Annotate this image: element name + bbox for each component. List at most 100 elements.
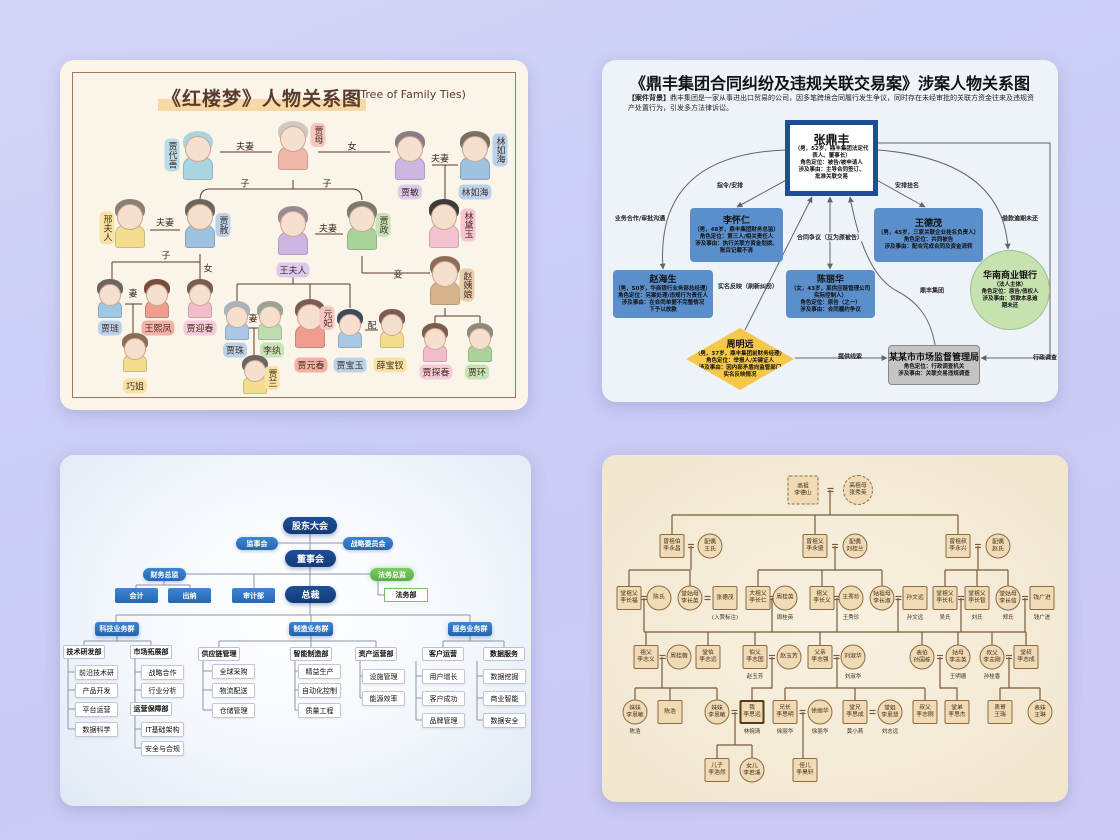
member-relation-title: 祖父	[816, 591, 828, 597]
node-detail-line: 角色定位：共同被告	[903, 237, 954, 243]
node-detail-line: 角色定位：原告（之一）	[800, 299, 861, 306]
female-member-node: 堂姐李思慧	[877, 699, 903, 725]
diagram-subtitle: (Tree of Family Ties)	[356, 88, 466, 101]
member-name: 李长淑	[873, 598, 891, 604]
character-alias-label: 元妃	[319, 306, 335, 330]
member-spouse-note: 林婉清	[743, 729, 761, 735]
member-name: 李思敏	[626, 712, 644, 718]
sub-department-node: 能源效率	[362, 691, 405, 706]
member-spouse-note: 吴氏	[939, 615, 951, 621]
member-relation-title: 儿子	[711, 763, 723, 769]
node-detail-line: （男，52岁，鼎丰集团法定代	[794, 146, 869, 152]
female-member-node: 赵玉芳	[776, 644, 802, 670]
primary-defendant-node: 张鼎丰（男，52岁，鼎丰集团法定代表人、董事长）角色定位：被告/被申请人涉及事由…	[785, 120, 878, 196]
character-face	[431, 204, 457, 230]
male-member-node: 儿子李浩然	[704, 758, 730, 782]
member-relation-title: 配偶	[704, 539, 716, 545]
sub-department-node: 平台运营	[75, 702, 118, 717]
character-face	[280, 211, 306, 237]
member-name: 李长义	[813, 598, 831, 604]
member-name: 孙国栋	[913, 657, 931, 663]
member-relation-title: 堂姑母	[999, 591, 1017, 597]
character-figure	[342, 201, 382, 256]
department-node: 资产运营部	[355, 647, 397, 661]
female-member-node: 高祖母张秀英	[843, 475, 873, 505]
character-face	[189, 284, 211, 306]
character-name-label: 贾环	[464, 364, 490, 380]
member-relation-title: 曾祖父	[806, 539, 824, 545]
character-face	[432, 261, 458, 287]
member-spouse-note: 黄小燕	[846, 729, 864, 735]
member-relation-title: 伯父	[749, 650, 761, 656]
member-relation-title: 表哥	[994, 705, 1006, 711]
node-name: 陈丽华	[816, 274, 844, 285]
character-figure	[376, 309, 408, 352]
background-text: 鼎丰集团是一家从事进出口贸易的公司，因多笔跨境合同履行发生争议，同时存在未经审批…	[628, 94, 1034, 112]
org-node: 法务总监	[370, 568, 414, 581]
character-name-label: 贾元春	[294, 357, 328, 373]
department-node: 市场拓展部	[130, 645, 172, 659]
sub-department-node: 战略合作	[141, 665, 184, 680]
male-member-node: 高祖李德山	[787, 475, 819, 505]
sub-department-node: 自动化控制	[298, 683, 341, 698]
male-member-node: 兄长李思明	[772, 700, 798, 724]
male-member-node: 孙文远	[902, 586, 928, 610]
node-detail-line: （男，37岁，鼎丰集团前财务经理）	[694, 350, 786, 357]
male-member-node: 堂祖父李长福	[616, 586, 642, 610]
character-figure	[424, 199, 464, 254]
member-relation-title: 曾祖叔	[949, 539, 967, 545]
diagram-title: 《红楼梦》人物关系图	[158, 84, 367, 111]
member-spouse-note: 王秀珍	[842, 615, 860, 621]
character-face	[349, 206, 375, 232]
node-detail-line: 角色定位：原告/债权人	[981, 288, 1039, 295]
member-name: 李志义	[637, 657, 655, 663]
member-relation-title: 堂祖父	[620, 591, 638, 597]
male-member-node: 堂祖父李长智	[964, 586, 990, 610]
member-relation-title: 大祖父	[749, 591, 767, 597]
male-member-node: 表哥王瑞	[987, 700, 1013, 724]
member-relation-title: 叔父	[986, 650, 998, 656]
lineage-lines	[628, 487, 1041, 758]
sub-department-node: 数据安全	[483, 713, 526, 728]
female-member-node: 姑母李志英	[945, 644, 971, 670]
character-name-label: 贾敏	[397, 184, 423, 200]
node-detail-line: 角色定位：被告/被申请人	[800, 160, 863, 166]
female-member-node: 叔父李志刚	[979, 644, 1005, 670]
member-name: 陈氏	[653, 594, 665, 601]
org-node: 法务部	[384, 588, 428, 602]
male-member-node: 张德茂	[712, 586, 738, 610]
member-relation-title: 兄长	[779, 705, 791, 711]
character-figure	[94, 279, 126, 322]
relation-arrow	[877, 149, 1011, 250]
character-figure	[419, 323, 451, 366]
member-name: 周桂薇	[670, 653, 688, 660]
member-relation-title: 堂姑母	[681, 591, 699, 597]
member-relation-title: 妹妹	[711, 705, 723, 711]
edge-label: 指令/安排	[716, 182, 744, 190]
character-name-label: 贾政	[375, 213, 391, 237]
org-chart-card: 股东大会监事会战略委员会董事会财务总监法务总监会计出纳审计部总裁法务部科技业务群…	[60, 455, 531, 806]
character-figure	[180, 199, 220, 254]
female-member-node: 表伯孙国栋	[909, 644, 935, 670]
node-detail-line: 涉及事由：执行关联方资金划拨、	[695, 240, 778, 247]
department-node: 智能制造部	[290, 647, 332, 661]
female-member-node: 陈氏	[646, 585, 672, 611]
node-detail-line: 涉及事由：配合完成合同及资金流转	[884, 244, 973, 250]
male-member-node: 堂伯李志远	[695, 645, 721, 669]
member-relation-title: 配偶	[992, 539, 1004, 545]
character-face	[124, 338, 146, 360]
member-name: 钱广进	[1033, 594, 1051, 601]
member-relation-title: 我	[749, 705, 755, 711]
character-name-label: 贾宝玉	[333, 357, 367, 373]
character-name-label: 贾琏	[97, 320, 123, 336]
character-figure	[239, 355, 271, 398]
male-member-node: 堂叔李志成	[1013, 645, 1039, 669]
member-spouse-note: (入赘标注)	[711, 615, 739, 621]
member-name: 刘淑华	[844, 653, 862, 660]
female-member-node: 周桂英	[772, 585, 798, 611]
org-node: 会计	[115, 588, 158, 603]
person-node: 王德茂（男，45岁，三家关联企业挂名负责人）角色定位：共同被告涉及事由：配合完成…	[874, 208, 983, 262]
character-face	[244, 360, 266, 382]
sub-department-node: 设施管理	[362, 669, 405, 684]
node-detail-line: 涉及事由：关联交易违规调查	[898, 370, 970, 377]
